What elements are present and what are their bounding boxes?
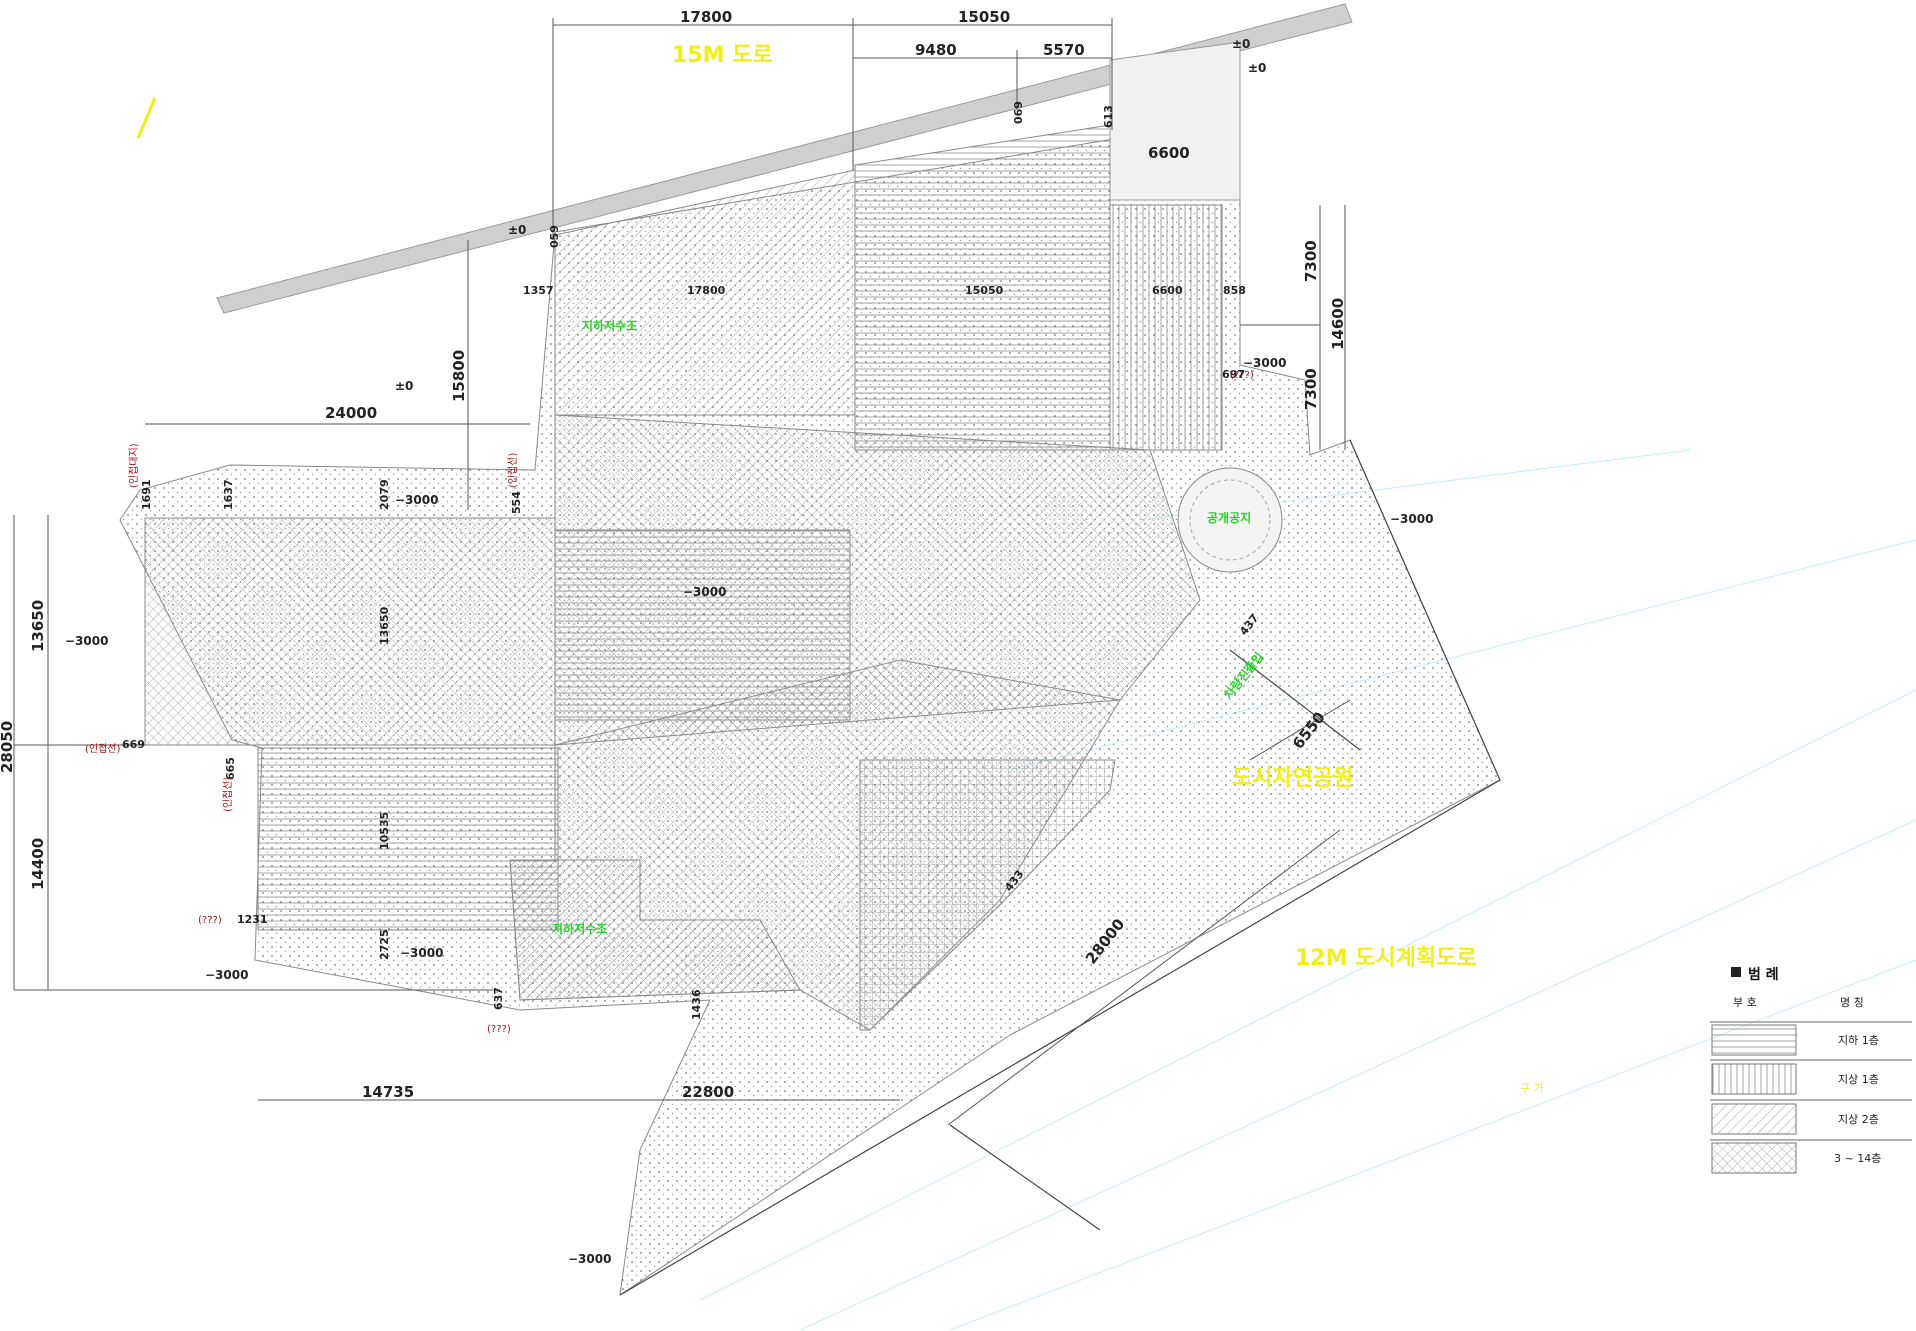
sunken-plaza-inner: [1189, 479, 1271, 561]
zone-upper-right-vlines: [1109, 204, 1223, 451]
small-dim-13: 613: [1102, 105, 1115, 128]
dim-side-10: 10535: [378, 812, 391, 850]
sunken-label: 공개공지: [1207, 510, 1251, 525]
zone-sw-hlines: [257, 747, 559, 931]
legend-col-symbol: 부 호: [1733, 996, 1757, 1009]
dim-side-2: 14600: [1329, 298, 1347, 350]
dim-mid-1: 1357: [523, 284, 554, 297]
red-notes: (인접대지) (인접선) (인접선) (???) (인접선) (???) (??…: [85, 370, 1254, 1035]
red-note-5: (인접선): [222, 776, 234, 812]
water2-label: 지하저수조: [552, 921, 607, 936]
dim-side-5: 24000: [325, 404, 377, 422]
level-minus-2: −3000: [395, 493, 438, 507]
landscape-area: [1109, 41, 1241, 201]
small-dim-3: 2079: [378, 479, 391, 510]
site-boundary: [619, 439, 1501, 1296]
park-label: 도시자연공원: [1232, 766, 1353, 791]
dim-bottom-2: 22800: [682, 1083, 734, 1101]
dim-mid-5: 858: [1223, 284, 1246, 297]
ground-water-label: 지하저수조: [582, 318, 637, 333]
small-dim-6: 665: [224, 757, 237, 780]
red-note-4: (???): [198, 915, 222, 926]
level-zero-1: ±0: [1232, 37, 1250, 51]
dimension-lines: [13, 18, 1351, 1126]
legend-title: 범 례: [1748, 967, 1779, 983]
red-note-6: (???): [1230, 370, 1254, 381]
sunken-plaza: [1177, 467, 1283, 573]
dim-top-4: 5570: [1043, 41, 1085, 59]
road-band: [216, 3, 1353, 314]
small-dim-9: 637: [492, 987, 505, 1010]
red-note-2: (인접선): [507, 452, 519, 488]
legend-label-2f: 지상 2층: [1838, 1113, 1879, 1126]
dim-side-6: 13650: [29, 600, 47, 652]
small-dim-15: 069: [1012, 101, 1025, 124]
small-dim-10: 1436: [690, 989, 703, 1020]
dim-side-1: 7300: [1302, 240, 1320, 282]
dim-mid-4: 6600: [1152, 284, 1183, 297]
small-dim-1: 1691: [140, 479, 153, 510]
dim-mid-3: 15050: [965, 284, 1004, 297]
legend-swatch-1f: [1711, 1063, 1797, 1095]
legend-swatch-3to14: [1711, 1142, 1797, 1174]
dim-side-9: 14400: [29, 838, 47, 890]
dim-bottom-1: 14735: [362, 1083, 414, 1101]
legend-col-name: 명 칭: [1840, 996, 1864, 1009]
small-dim-2: 1637: [222, 479, 235, 510]
north-arrow-icon: [136, 97, 157, 139]
small-dim-4: 554: [510, 491, 523, 514]
small-dim-8: 2725: [378, 929, 391, 960]
level-zero-3: ±0: [508, 223, 526, 237]
level-minus-1: −3000: [1243, 356, 1286, 370]
red-note-7: (???): [487, 1024, 511, 1035]
legend-swatch-b1: [1711, 1024, 1797, 1056]
legend-square-icon: [1731, 967, 1741, 977]
level-minus-5: −3000: [683, 585, 726, 599]
level-minus-4: −3000: [65, 634, 108, 648]
zone-lower-diag: [509, 859, 801, 1001]
dim-side-3: 7300: [1302, 368, 1320, 410]
zone-west-wing: [144, 517, 556, 746]
legend-label-b1: 지하 1층: [1838, 1033, 1879, 1047]
dim-mid-2: 17800: [687, 284, 726, 297]
dim-top-2: 15050: [958, 8, 1010, 26]
legend-label-1f: 지상 1층: [1838, 1073, 1879, 1086]
dim-side-7: 13650: [378, 606, 391, 645]
red-note-1: (인접대지): [128, 443, 140, 488]
dim-side-8: 28050: [0, 721, 16, 773]
right-small-label: 구 가: [1520, 1082, 1544, 1095]
level-minus-6: −3000: [400, 946, 443, 960]
level-minus-8: −3000: [568, 1252, 611, 1266]
small-dim-14: 059: [548, 225, 561, 248]
zone-lower-grid: [859, 759, 1116, 1031]
dim-top-3: 9480: [915, 41, 957, 59]
level-minus-3: −3000: [1390, 512, 1433, 526]
red-note-3: (인접선): [85, 743, 121, 755]
dim-top-5: 6600: [1148, 144, 1190, 162]
road-top-label: 15M 도로: [672, 43, 773, 68]
dim-mid-6: 697: [1222, 368, 1245, 381]
yellow-labels: 15M 도로 12M 도시계획도로 도시자연공원 구 가: [672, 43, 1544, 1095]
level-zero-4: ±0: [395, 379, 413, 393]
legend: 범 례 부 호 명 칭 지하 1층 지상 1층 지상 2층 3 ~ 14층: [1710, 967, 1912, 1174]
dim-top-1: 17800: [680, 8, 732, 26]
building-zones: [144, 124, 1223, 1031]
level-minus-7: −3000: [205, 968, 248, 982]
dim-side-4: 15800: [450, 350, 468, 402]
legend-swatch-2f: [1711, 1103, 1797, 1135]
small-dim-5: 669: [122, 738, 145, 751]
legend-label-3to14: 3 ~ 14층: [1834, 1152, 1881, 1165]
level-markers: ±0 ±0 ±0 ±0 −3000 −3000 −3000 −3000 −300…: [65, 37, 1433, 1266]
small-dim-7: 1231: [237, 913, 268, 926]
level-zero-2: ±0: [1248, 61, 1266, 75]
road-right-label: 12M 도시계획도로: [1295, 946, 1477, 971]
